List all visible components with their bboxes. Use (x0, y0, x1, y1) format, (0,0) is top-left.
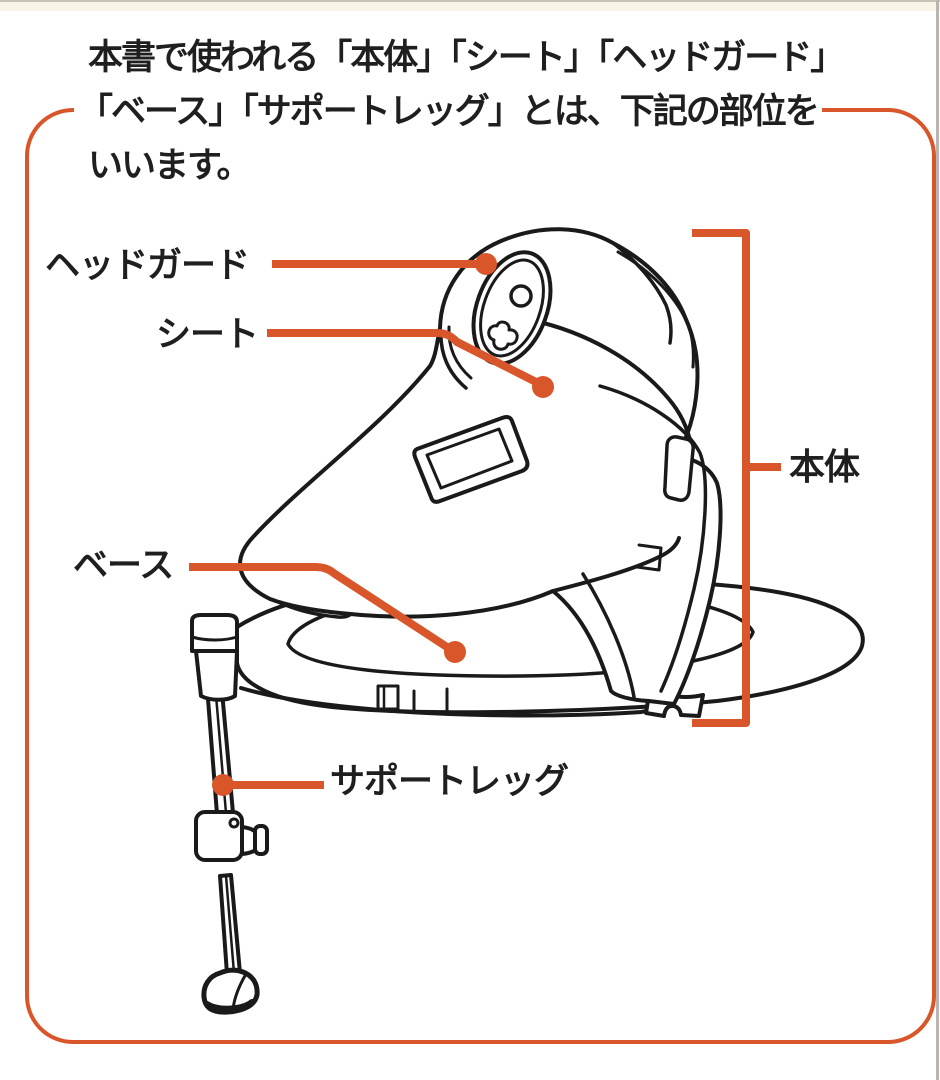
support-leg-lower-pole-highlight (224, 874, 236, 975)
seat-shell (238, 227, 723, 706)
base-front-socket (194, 649, 239, 702)
support-leg-clamp-pin (228, 817, 240, 829)
leader-seat-dot (532, 376, 554, 398)
pad-clover-mark (487, 320, 519, 351)
part-label-body: 本体 (789, 447, 860, 488)
heading-line-2: 「ベース」「サポートレッグ」とは、下記の部位を (74, 90, 822, 134)
seat-wing-inner-line (616, 250, 695, 369)
leader-support-leg-dot (212, 774, 234, 796)
base-front-latch (376, 684, 400, 711)
page-top-band (0, 2, 940, 11)
seat-back-inner-line (598, 384, 708, 693)
heading-line-3: いいます。 (84, 144, 254, 188)
pad-inner (479, 258, 545, 358)
body-bracket (692, 229, 750, 727)
part-label-head-guard: ヘッドガード (45, 246, 250, 286)
seat-bottom-edge (551, 536, 681, 593)
part-label-seat: シート (156, 315, 259, 355)
pad-button (509, 284, 533, 308)
support-leg-knob-cap (253, 824, 269, 856)
leader-head-guard-dot (475, 253, 497, 275)
belt-slot-outer (412, 415, 530, 504)
leader-base-dot (444, 641, 466, 663)
leader-base (189, 563, 453, 653)
label-leaders (189, 229, 781, 796)
part-label-support-leg: サポートレッグ (330, 762, 569, 802)
heading-line-1: 本書で使われる「本体」「シート」「ヘッドガード」 (84, 36, 848, 80)
base-front-bumper-line (190, 635, 239, 642)
seat-back-step (635, 543, 663, 572)
support-leg (194, 645, 269, 1015)
seat-ridge-line (529, 318, 693, 447)
page-top-edge (0, 0, 940, 2)
base-front-bumper (190, 613, 239, 653)
leader-seat (267, 329, 540, 387)
seat-pedestal-curve (581, 572, 636, 699)
belt-slot-inner (425, 427, 514, 490)
seat-back-slot (663, 435, 695, 502)
support-leg-foot-underside (204, 999, 255, 1012)
part-label-base: ベース (73, 546, 174, 586)
page-right-edge (936, 0, 939, 1080)
